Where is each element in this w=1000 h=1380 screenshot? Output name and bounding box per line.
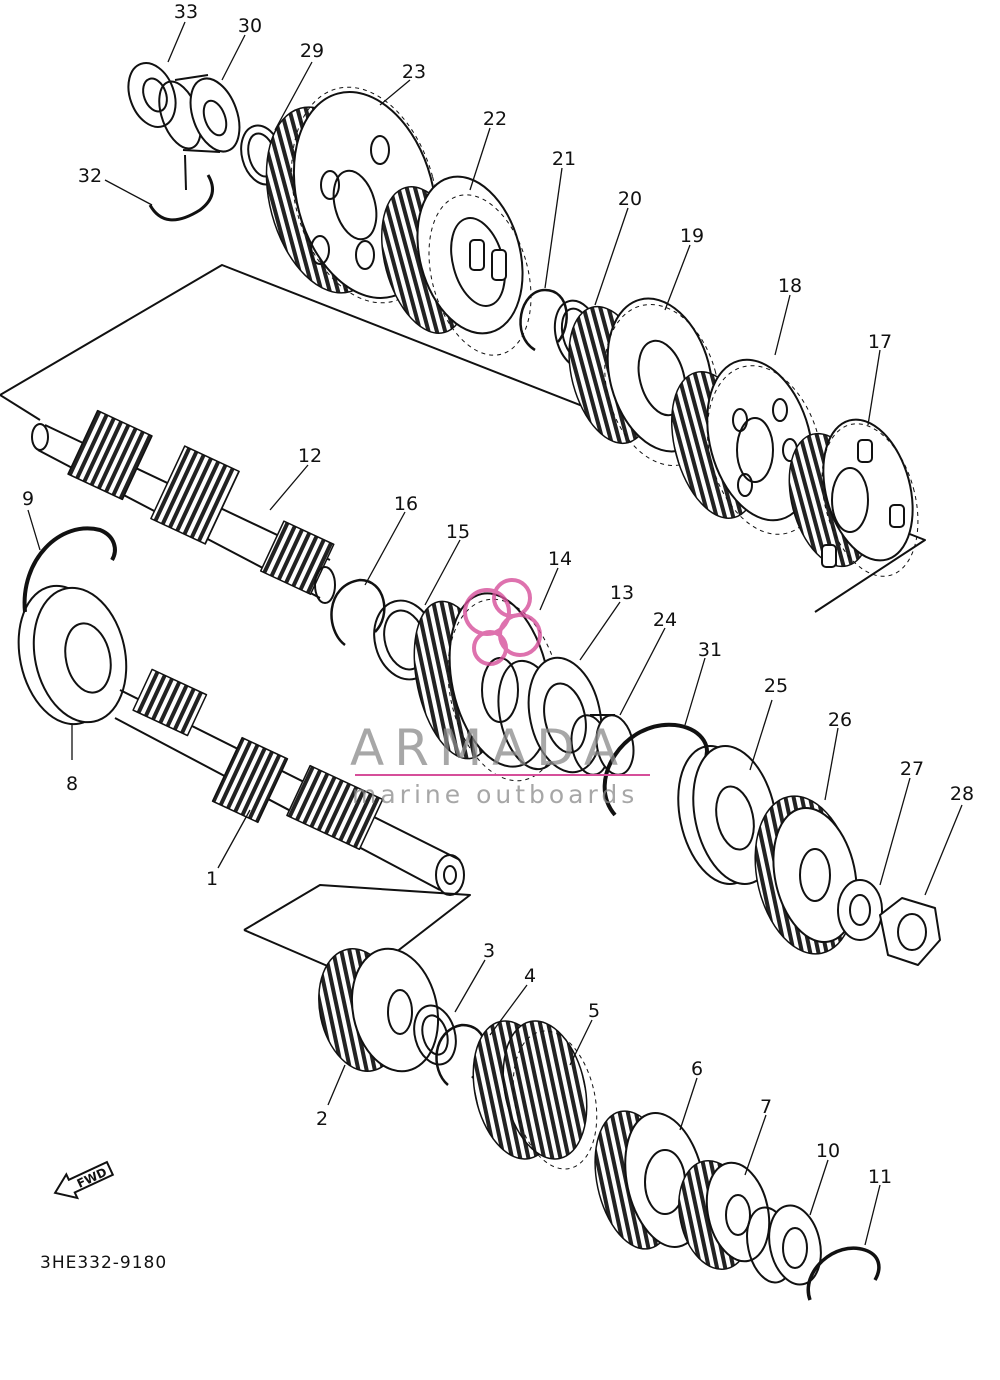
- watermark: ARMADA marine outboards: [350, 578, 650, 809]
- part-1-main-axle: [114, 668, 465, 896]
- part-label-27: 27: [900, 758, 924, 780]
- part-label-16: 16: [394, 493, 418, 515]
- upper-group-outline: [0, 264, 926, 613]
- part-label-15: 15: [446, 521, 470, 543]
- part-label-29: 29: [300, 40, 324, 62]
- fwd-arrow-icon: FWD: [53, 1160, 115, 1200]
- part-26-sprocket: [754, 795, 858, 955]
- part-label-22: 22: [483, 108, 507, 130]
- part-label-3: 3: [483, 940, 495, 962]
- part-14-gear: [413, 592, 563, 782]
- part-11-clip: [806, 1246, 881, 1301]
- part-33-washer: [127, 62, 177, 128]
- part-label-8: 8: [66, 773, 78, 795]
- watermark-tagline: marine outboards: [352, 780, 638, 809]
- part-label-1: 1: [206, 868, 218, 890]
- part-label-5: 5: [588, 1000, 600, 1022]
- part-16-circlip: [330, 578, 386, 646]
- part-label-12: 12: [298, 445, 322, 467]
- part-28-nut: [879, 897, 941, 966]
- leader-lines: [27, 21, 963, 1246]
- part-label-24: 24: [653, 609, 677, 631]
- part-8-bearing: [17, 584, 128, 726]
- part-18-gear: [671, 358, 824, 535]
- part-label-7: 7: [760, 1096, 772, 1118]
- part-labels: 1234567891011121314151617181920212223242…: [22, 1, 974, 1188]
- part-21-circlip: [519, 288, 568, 352]
- watermark-logo-icon: [463, 578, 542, 666]
- part-label-31: 31: [698, 639, 722, 661]
- part-label-6: 6: [691, 1058, 703, 1080]
- watermark-brand: ARMADA: [350, 719, 628, 777]
- part-13-bearing: [497, 656, 603, 774]
- part-label-2: 2: [316, 1108, 328, 1130]
- part-30-bearing: [158, 74, 241, 153]
- part-label-33: 33: [174, 1, 198, 23]
- part-label-21: 21: [552, 148, 576, 170]
- part-label-11: 11: [868, 1166, 892, 1188]
- part-label-10: 10: [816, 1140, 840, 1162]
- part-22-gear: [381, 175, 532, 356]
- diagram-code: 3HE332-9180: [40, 1253, 167, 1273]
- part-2-gear: [318, 947, 440, 1073]
- part-label-25: 25: [764, 675, 788, 697]
- part-9-clip: [22, 526, 117, 613]
- part-label-19: 19: [680, 225, 704, 247]
- part-label-14: 14: [548, 548, 572, 570]
- part-label-13: 13: [610, 582, 634, 604]
- part-label-23: 23: [402, 61, 426, 83]
- part-17-gear: [788, 418, 919, 577]
- upper-group-outline-left: [0, 394, 41, 421]
- part-label-32: 32: [78, 165, 102, 187]
- part-label-26: 26: [828, 709, 852, 731]
- part-5-gear: [472, 1020, 598, 1170]
- part-32-clip: [148, 174, 214, 222]
- part-label-28: 28: [950, 783, 974, 805]
- lower-group-outline: [243, 884, 471, 981]
- part-label-20: 20: [618, 188, 642, 210]
- part-12-drive-axle: [31, 409, 336, 604]
- part-label-9: 9: [22, 488, 34, 510]
- part-27-lock-washer: [837, 879, 883, 941]
- part-10-bearing: [746, 1204, 822, 1286]
- part-31-clip: [602, 722, 709, 817]
- part-label-30: 30: [238, 15, 262, 37]
- part-label-4: 4: [524, 965, 536, 987]
- part-7-gear: [678, 1159, 771, 1271]
- part-label-17: 17: [868, 331, 892, 353]
- part-label-18: 18: [778, 275, 802, 297]
